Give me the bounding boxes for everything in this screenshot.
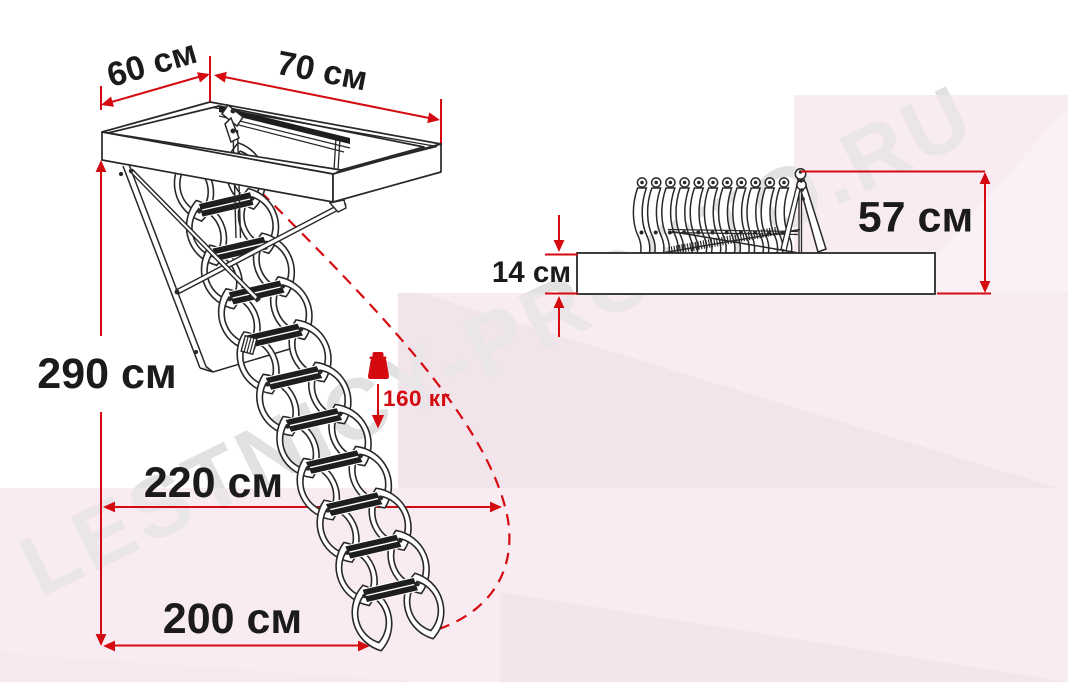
svg-text:220 см: 220 см [144,459,283,507]
svg-text:14 см: 14 см [492,256,571,289]
svg-text:160 кг: 160 кг [383,386,450,411]
svg-text:200 см: 200 см [163,595,302,643]
svg-text:57 см: 57 см [858,194,974,242]
svg-text:290 см: 290 см [37,350,176,398]
